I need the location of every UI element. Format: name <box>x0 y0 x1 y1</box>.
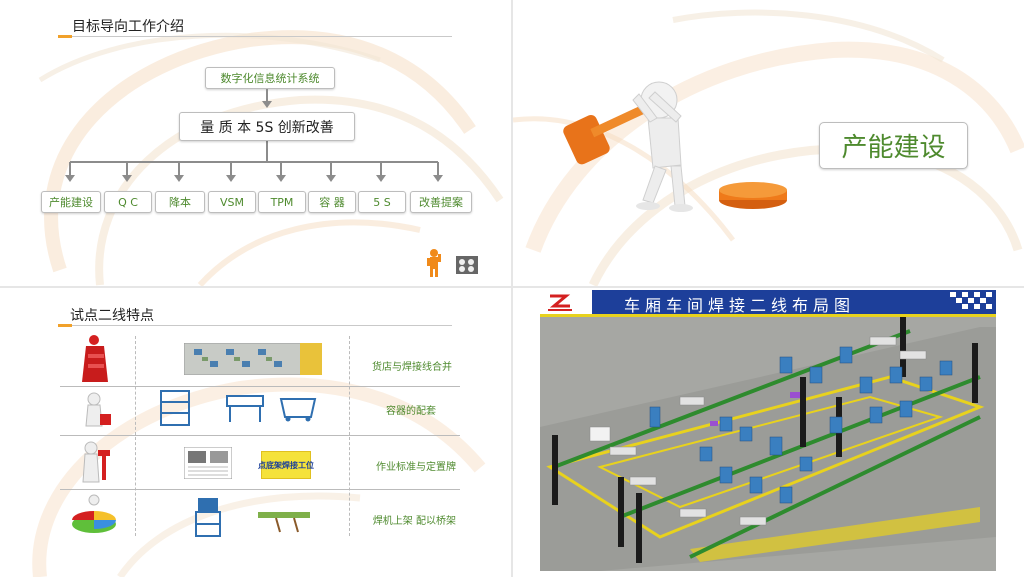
blue-cart-icon <box>279 398 317 422</box>
cable-tray-icon <box>258 512 310 533</box>
title-underline <box>72 36 452 37</box>
figure-holding-sign-icon <box>82 441 110 483</box>
item-vsm: VSM <box>208 191 256 213</box>
item-5s: 5 S <box>358 191 406 213</box>
digital-stats-system-box: 数字化信息统计系统 <box>205 67 335 89</box>
row-feature-text: 作业标准与定置牌 <box>376 462 456 473</box>
blue-welder-stand-icon <box>195 498 221 537</box>
company-logo <box>540 290 592 314</box>
row-divider <box>60 435 460 436</box>
slide-capacity-building[interactable]: 产能建设 <box>513 0 1024 286</box>
row-feature-text: 焊机上架 配以桥架 <box>372 516 456 527</box>
workstation-sign-text: 点底架焊接工位 <box>258 460 314 470</box>
column-divider <box>349 336 350 536</box>
red-figure-stack-icon <box>82 335 108 382</box>
item-capacity: 产能建设 <box>41 191 101 213</box>
checker-pattern <box>950 292 992 309</box>
title-accent-bar <box>58 324 72 327</box>
item-container: 容 器 <box>308 191 356 213</box>
layout-header-bar <box>540 290 996 314</box>
slide-welding-line-layout[interactable]: 车厢车间焊接二线布局图 <box>513 288 1024 577</box>
slide-title: 目标导向工作介绍 <box>72 19 184 35</box>
header-stripe <box>540 314 996 317</box>
org-chart-connectors <box>65 89 443 182</box>
blue-rack-icon <box>160 390 190 426</box>
layout-title: 车厢车间焊接二线布局图 <box>624 296 856 315</box>
welding-line-layout-thumbnail <box>184 343 322 375</box>
column-divider <box>135 336 136 536</box>
logo-icon <box>548 294 572 311</box>
floor-plan-3d <box>540 317 996 571</box>
hammer-figure-illustration <box>563 81 787 212</box>
title-underline <box>72 325 452 326</box>
workstation-sign: 点底架焊接工位 <box>258 451 314 479</box>
figure-with-box-icon <box>85 392 111 427</box>
item-qc: Q C <box>104 191 152 213</box>
slide-title: 试点二线特点 <box>70 308 154 324</box>
blue-bench-icon <box>226 395 264 422</box>
mini-figures-icon <box>427 249 478 277</box>
slide-pilot-line-features[interactable]: 试点二线特点 货店与焊接线合并 <box>0 288 511 577</box>
row-divider <box>60 489 460 490</box>
work-standard-document-thumbnail <box>184 447 232 479</box>
item-tpm: TPM <box>258 191 306 213</box>
pie-chart-figure-icon <box>72 494 116 533</box>
title-accent-bar <box>58 35 72 38</box>
item-improvement-proposal: 改善提案 <box>410 191 472 213</box>
item-cost-reduction: 降本 <box>155 191 205 213</box>
row-divider <box>60 386 460 387</box>
layout-render-frame: 车厢车间焊接二线布局图 <box>540 290 996 571</box>
capacity-building-label: 产能建设 <box>819 122 968 169</box>
row-feature-text: 货店与焊接线合并 <box>372 362 452 373</box>
core-goals-box: 量 质 本 5S 创新改善 <box>179 112 355 141</box>
slide-goal-work-intro[interactable]: 目标导向工作介绍 数字化信息统计系统 量 质 本 5S 创新改 <box>0 0 511 286</box>
row-feature-text: 容器的配套 <box>386 406 436 417</box>
